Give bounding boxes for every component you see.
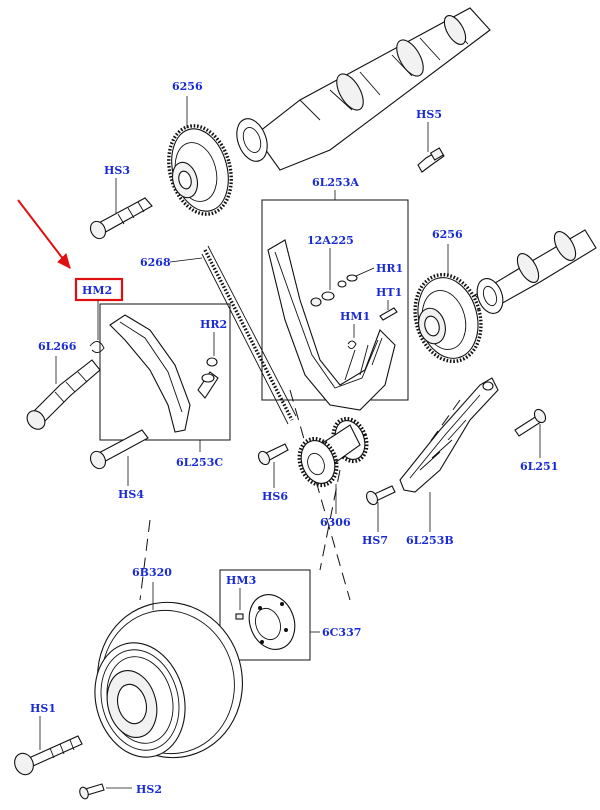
upper-cam-sprocket[interactable] — [159, 119, 240, 221]
pin-12a225[interactable] — [310, 291, 335, 307]
ht1-pin[interactable] — [379, 307, 398, 321]
label-hs4: HS4 — [118, 488, 144, 501]
right-camshaft[interactable] — [473, 228, 597, 317]
tensioner-guide-arm[interactable] — [109, 314, 219, 433]
label-hm2: HM2 — [82, 284, 112, 297]
highlight-arrow-head — [57, 253, 71, 269]
label-hm1: HM1 — [340, 310, 370, 323]
label-stud: 6L251 — [520, 460, 558, 473]
right-cam-sprocket[interactable] — [406, 267, 491, 369]
label-hm3: HM3 — [226, 574, 256, 587]
hm2-highlight — [17, 199, 124, 302]
chain-tensioner[interactable] — [23, 359, 101, 433]
label-12a225: 12A225 — [307, 234, 354, 247]
lower-chain-guide[interactable] — [399, 377, 499, 493]
leader-chain — [169, 257, 203, 263]
label-guide-c: 6L253C — [176, 456, 223, 469]
label-hs1: HS1 — [30, 702, 56, 715]
label-hs3: HS3 — [104, 164, 130, 177]
label-ht1: HT1 — [376, 286, 402, 299]
hm2-clip[interactable] — [89, 341, 105, 353]
label-tensioner: 6L266 — [38, 340, 77, 353]
hs4-bolt[interactable] — [88, 429, 149, 471]
label-hs7: HS7 — [362, 534, 388, 547]
label-hr1: HR1 — [376, 262, 403, 275]
box-6l253c — [99, 303, 231, 441]
hs5-bolt[interactable] — [417, 147, 445, 173]
label-cam-right: 6256 — [432, 228, 463, 241]
hm2-highlight-box — [74, 277, 124, 302]
hs2-bolt[interactable] — [78, 783, 105, 800]
label-sprocket: 6306 — [320, 516, 351, 529]
hs3-bolt[interactable] — [88, 197, 153, 241]
upper-camshaft[interactable] — [231, 7, 491, 171]
hm3-key[interactable] — [235, 613, 244, 620]
label-chain: 6268 — [140, 256, 171, 269]
label-hr2: HR2 — [200, 318, 227, 331]
label-cam-upper: 6256 — [172, 80, 203, 93]
crank-hub[interactable] — [242, 588, 302, 656]
crankshaft-sprocket[interactable] — [293, 414, 373, 491]
label-guide-b: 6L253B — [406, 534, 454, 547]
hm1-clip[interactable] — [347, 340, 357, 349]
label-hs6: HS6 — [262, 490, 288, 503]
box-6l253a — [261, 199, 409, 401]
guide-stud[interactable] — [514, 407, 548, 437]
hs6-bolt[interactable] — [256, 443, 289, 467]
highlight-arrow — [17, 199, 71, 269]
label-damper: 6B320 — [132, 566, 172, 579]
label-6l253a: 6L253A — [312, 176, 359, 189]
crankshaft-damper-pulley[interactable] — [80, 586, 259, 774]
leader-hr1 — [355, 267, 375, 277]
label-hub: 6C337 — [322, 626, 361, 639]
hr2-clip[interactable] — [206, 357, 218, 367]
timing-chain[interactable] — [201, 245, 297, 425]
label-hs5: HS5 — [416, 108, 442, 121]
hs1-bolt[interactable] — [11, 735, 83, 778]
fixed-chain-guide[interactable] — [267, 239, 396, 411]
label-hs2: HS2 — [136, 783, 162, 796]
hs7-bolt[interactable] — [364, 485, 396, 507]
assembly-dashed-lines — [139, 389, 461, 601]
hr1-clip[interactable] — [337, 274, 358, 288]
